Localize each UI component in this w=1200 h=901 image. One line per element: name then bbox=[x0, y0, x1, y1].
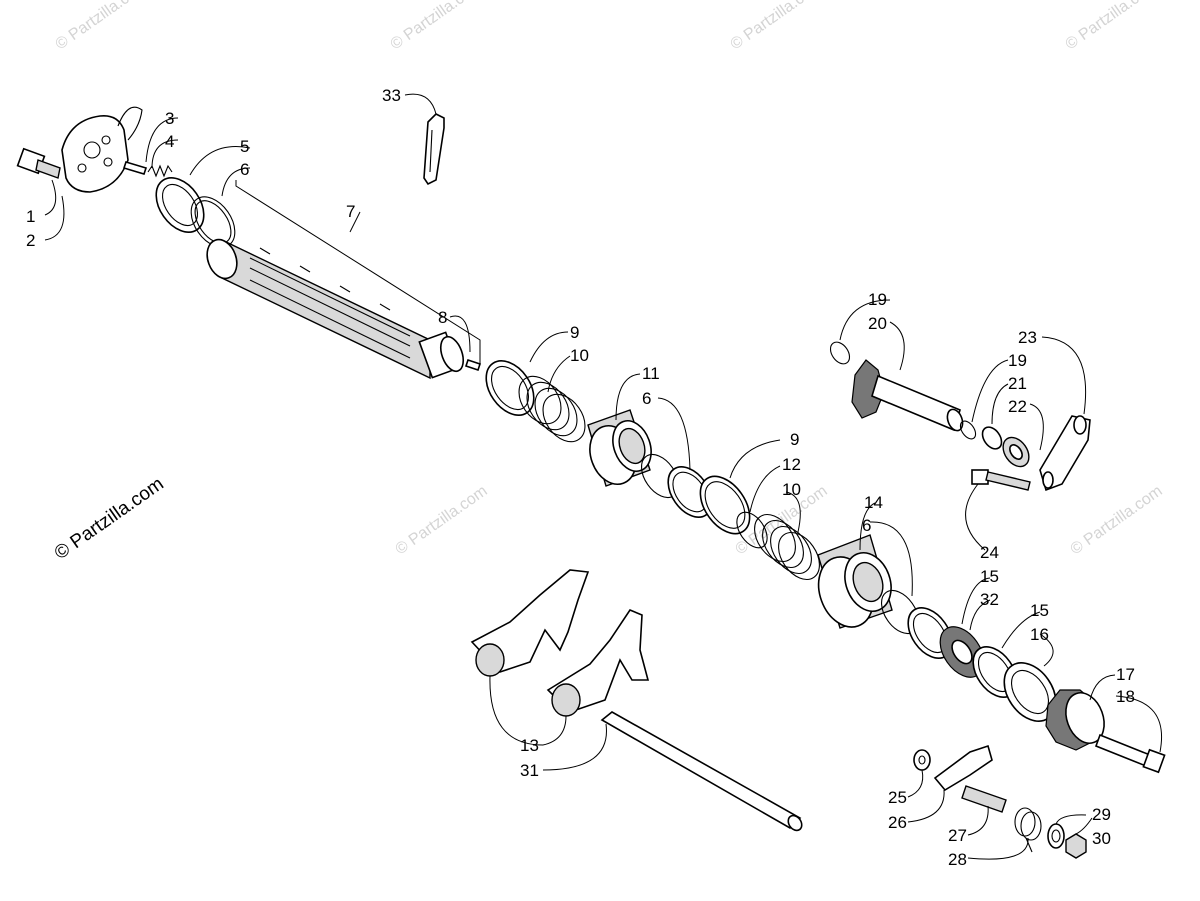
part-13-shift-forks bbox=[470, 569, 650, 717]
callout-14: 14 bbox=[864, 493, 883, 512]
callout-15: 15 bbox=[1030, 601, 1049, 620]
callout-labels: 1 2 3 4 5 6 7 8 33 9 10 11 6 9 12 10 14 … bbox=[26, 86, 1135, 869]
part-33-clip bbox=[423, 113, 445, 186]
part-5-washer bbox=[155, 177, 205, 233]
callout-25: 25 bbox=[888, 788, 907, 807]
callout-29: 29 bbox=[1092, 805, 1111, 824]
watermark-faint: © Partzilla.c bbox=[388, 0, 468, 53]
callout-31: 31 bbox=[520, 761, 539, 780]
callout-1: 1 bbox=[26, 207, 35, 226]
callout-11: 11 bbox=[642, 364, 660, 383]
callout-10: 10 bbox=[570, 346, 589, 365]
callout-21: 21 bbox=[1008, 374, 1027, 393]
callout-24: 24 bbox=[980, 543, 999, 562]
callout-26: 26 bbox=[888, 813, 907, 832]
part-25-26 bbox=[913, 744, 993, 792]
part-29-30 bbox=[1047, 823, 1087, 859]
callout-5: 5 bbox=[240, 137, 249, 156]
part-31-rod bbox=[600, 711, 803, 832]
callout-2: 2 bbox=[26, 231, 35, 250]
watermark-main: © Partzilla.com bbox=[51, 473, 168, 564]
part-10-spring-2 bbox=[754, 514, 820, 580]
callout-23: 23 bbox=[1018, 328, 1037, 347]
part-8-pin bbox=[464, 358, 482, 372]
part-17-gear bbox=[1045, 689, 1166, 774]
part-19-21-22 bbox=[959, 420, 1030, 468]
callout-32: 32 bbox=[980, 590, 999, 609]
part-15-16-washers bbox=[972, 646, 1057, 722]
watermark-faint: © Partzilla.c bbox=[53, 0, 133, 53]
callout-6: 6 bbox=[642, 389, 651, 408]
callout-3: 3 bbox=[165, 109, 174, 128]
part-circlip-3 bbox=[736, 511, 768, 549]
part-11-cam bbox=[587, 409, 652, 487]
callout-16: 16 bbox=[1030, 625, 1049, 644]
part-7-shift-drum bbox=[206, 238, 465, 380]
callout-19: 19 bbox=[868, 290, 887, 309]
callout-6: 6 bbox=[240, 160, 249, 179]
part-1-bolt bbox=[16, 147, 61, 179]
watermark-faint: © Partzilla.com bbox=[1068, 483, 1166, 559]
watermark-faint: © Partzilla.com bbox=[393, 483, 491, 559]
part-14-cam bbox=[817, 534, 893, 629]
callout-30: 30 bbox=[1092, 829, 1111, 848]
part-9-washer bbox=[485, 360, 535, 416]
part-drum-cover bbox=[61, 106, 143, 193]
callout-9: 9 bbox=[790, 430, 799, 449]
watermark-faint: © Partzilla.c bbox=[1063, 0, 1143, 53]
callout-12: 12 bbox=[782, 455, 801, 474]
callout-27: 27 bbox=[948, 826, 967, 845]
part-10-spring bbox=[518, 375, 586, 443]
part-24-bolt bbox=[971, 469, 1031, 491]
callout-17: 17 bbox=[1116, 665, 1135, 684]
callout-28: 28 bbox=[948, 850, 967, 869]
callout-9: 9 bbox=[570, 323, 579, 342]
leader-lines bbox=[44, 93, 1162, 860]
part-27-28 bbox=[961, 785, 1042, 853]
part-3-4-pin-spring bbox=[122, 161, 173, 178]
callout-4: 4 bbox=[165, 132, 174, 151]
part-23-arm bbox=[1039, 415, 1091, 492]
callout-20: 20 bbox=[868, 314, 887, 333]
callout-10: 10 bbox=[782, 480, 801, 499]
callout-8: 8 bbox=[438, 308, 447, 327]
part-19-20-shaft bbox=[829, 341, 964, 432]
callout-7: 7 bbox=[346, 202, 355, 221]
callout-15: 15 bbox=[980, 567, 999, 586]
callout-13: 13 bbox=[520, 736, 539, 755]
callout-6: 6 bbox=[862, 516, 871, 535]
callout-22: 22 bbox=[1008, 397, 1027, 416]
watermark-faint: © Partzilla.c bbox=[728, 0, 808, 53]
callout-19: 19 bbox=[1008, 351, 1027, 370]
callout-18: 18 bbox=[1116, 687, 1135, 706]
callout-33: 33 bbox=[382, 86, 401, 105]
